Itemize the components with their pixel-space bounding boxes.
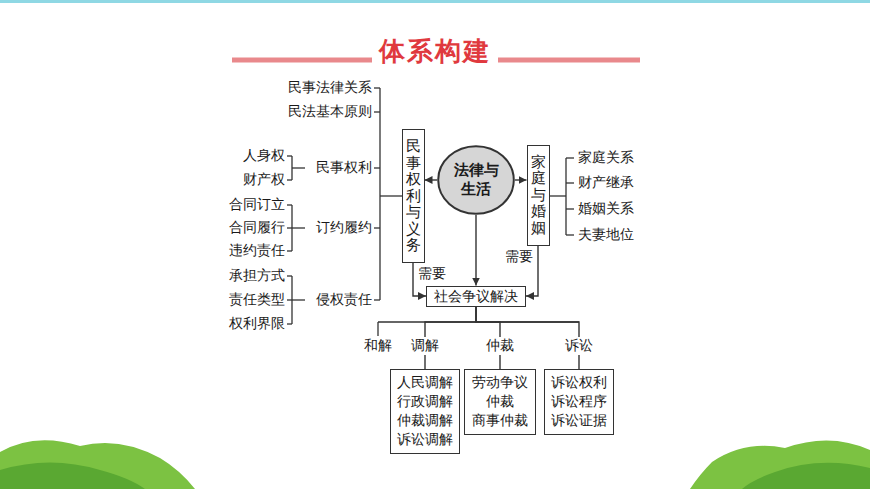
edge-label: 调解: [409, 337, 441, 355]
branch-label: 和解: [364, 337, 392, 355]
list-box: 人民调解行政调解仲裁调解诉讼调解: [390, 369, 460, 454]
bracket-tick: [566, 182, 574, 183]
branch-label: 夫妻地位: [578, 226, 634, 244]
center-ellipse: 法律与生活: [437, 145, 515, 215]
grass: [0, 440, 195, 489]
node-text: 仲裁调解: [397, 411, 453, 430]
branch-label: 合同履行: [229, 219, 285, 237]
edge-label: 诉讼: [563, 337, 595, 355]
bracket-line: [379, 88, 380, 300]
title-rule: [498, 58, 640, 63]
bracket-tick: [287, 275, 292, 276]
branch-label: 民法基本原则: [288, 103, 372, 121]
diagram-title: 体系构建: [379, 34, 491, 69]
bracket-tick: [374, 227, 380, 228]
connector: [425, 179, 438, 180]
ellipse-shape: [438, 146, 514, 214]
branch-label: 民事法律关系: [288, 79, 372, 97]
branch-label: 责任类型: [229, 291, 285, 309]
bracket-tick: [374, 299, 380, 300]
node-text: 社会争议解决: [434, 288, 518, 305]
vertical-box: 民事权利与义务: [402, 129, 425, 263]
bracket-stem: [548, 195, 566, 196]
node-text: 诉讼证据: [551, 411, 607, 430]
bracket-stem: [292, 167, 305, 168]
bracket-tick: [287, 299, 292, 300]
node-text: 诉讼调解: [397, 430, 453, 449]
bracket-tick: [287, 204, 292, 205]
bracket-tick: [287, 155, 292, 156]
branch-label: 家庭关系: [578, 149, 634, 167]
node-text: 诉讼程序: [551, 392, 607, 411]
node-text: 商事仲裁: [471, 411, 529, 430]
bracket-tick: [287, 323, 292, 324]
vertical-box: 家庭与婚姻: [527, 145, 550, 246]
branch-label: 婚姻关系: [578, 200, 634, 218]
brackets: [287, 88, 579, 336]
node-text: 诉讼权利: [551, 373, 607, 392]
node-text: 人民调解: [397, 373, 453, 392]
title-rule: [232, 58, 372, 63]
branch-label: 权利界限: [229, 315, 285, 333]
edge-label: 需要: [505, 248, 533, 266]
branch-label: 财产权: [243, 171, 285, 189]
bracket-tick: [374, 167, 380, 168]
bracket-tick: [377, 322, 378, 336]
bracket-stem: [292, 299, 305, 300]
bracket-tick: [287, 250, 292, 251]
bracket-tick: [566, 234, 574, 235]
grass: [0, 463, 145, 489]
bracket-tick: [566, 157, 574, 158]
node-text: 法律与生活: [452, 161, 500, 200]
branch-label: 人身权: [243, 147, 285, 165]
branch-label: 侵权责任: [316, 291, 372, 309]
vertical-text: 家庭与婚姻: [531, 154, 546, 237]
list-box: 劳动争议仲裁商事仲裁: [464, 369, 536, 435]
bracket-tick: [287, 227, 292, 228]
edge-label: 仲裁: [484, 337, 516, 355]
process-box: 社会争议解决: [426, 286, 526, 307]
grass: [690, 440, 870, 489]
branch-label: 订约履约: [316, 219, 372, 237]
grass: [742, 463, 870, 489]
bracket-tick: [374, 87, 380, 88]
branch-label: 合同订立: [229, 196, 285, 214]
bracket-stem: [292, 227, 305, 228]
branch-label: 财产继承: [578, 174, 634, 192]
edge-label: 需要: [418, 265, 446, 283]
vertical-text: 民事权利与义务: [406, 138, 421, 254]
node-text: 行政调解: [397, 392, 453, 411]
node-text: 劳动争议仲裁: [471, 373, 529, 411]
top-band: [0, 0, 870, 3]
connector: [475, 215, 476, 286]
branch-label: 承担方式: [229, 267, 285, 285]
branch-label: 违约责任: [229, 242, 285, 260]
bracket-tick: [287, 179, 292, 180]
connector: [515, 179, 527, 180]
branch-label: 民事权利: [316, 159, 372, 177]
list-box: 诉讼权利诉讼程序诉讼证据: [544, 369, 614, 435]
bracket-tick: [566, 208, 574, 209]
bracket-tick: [374, 111, 380, 112]
